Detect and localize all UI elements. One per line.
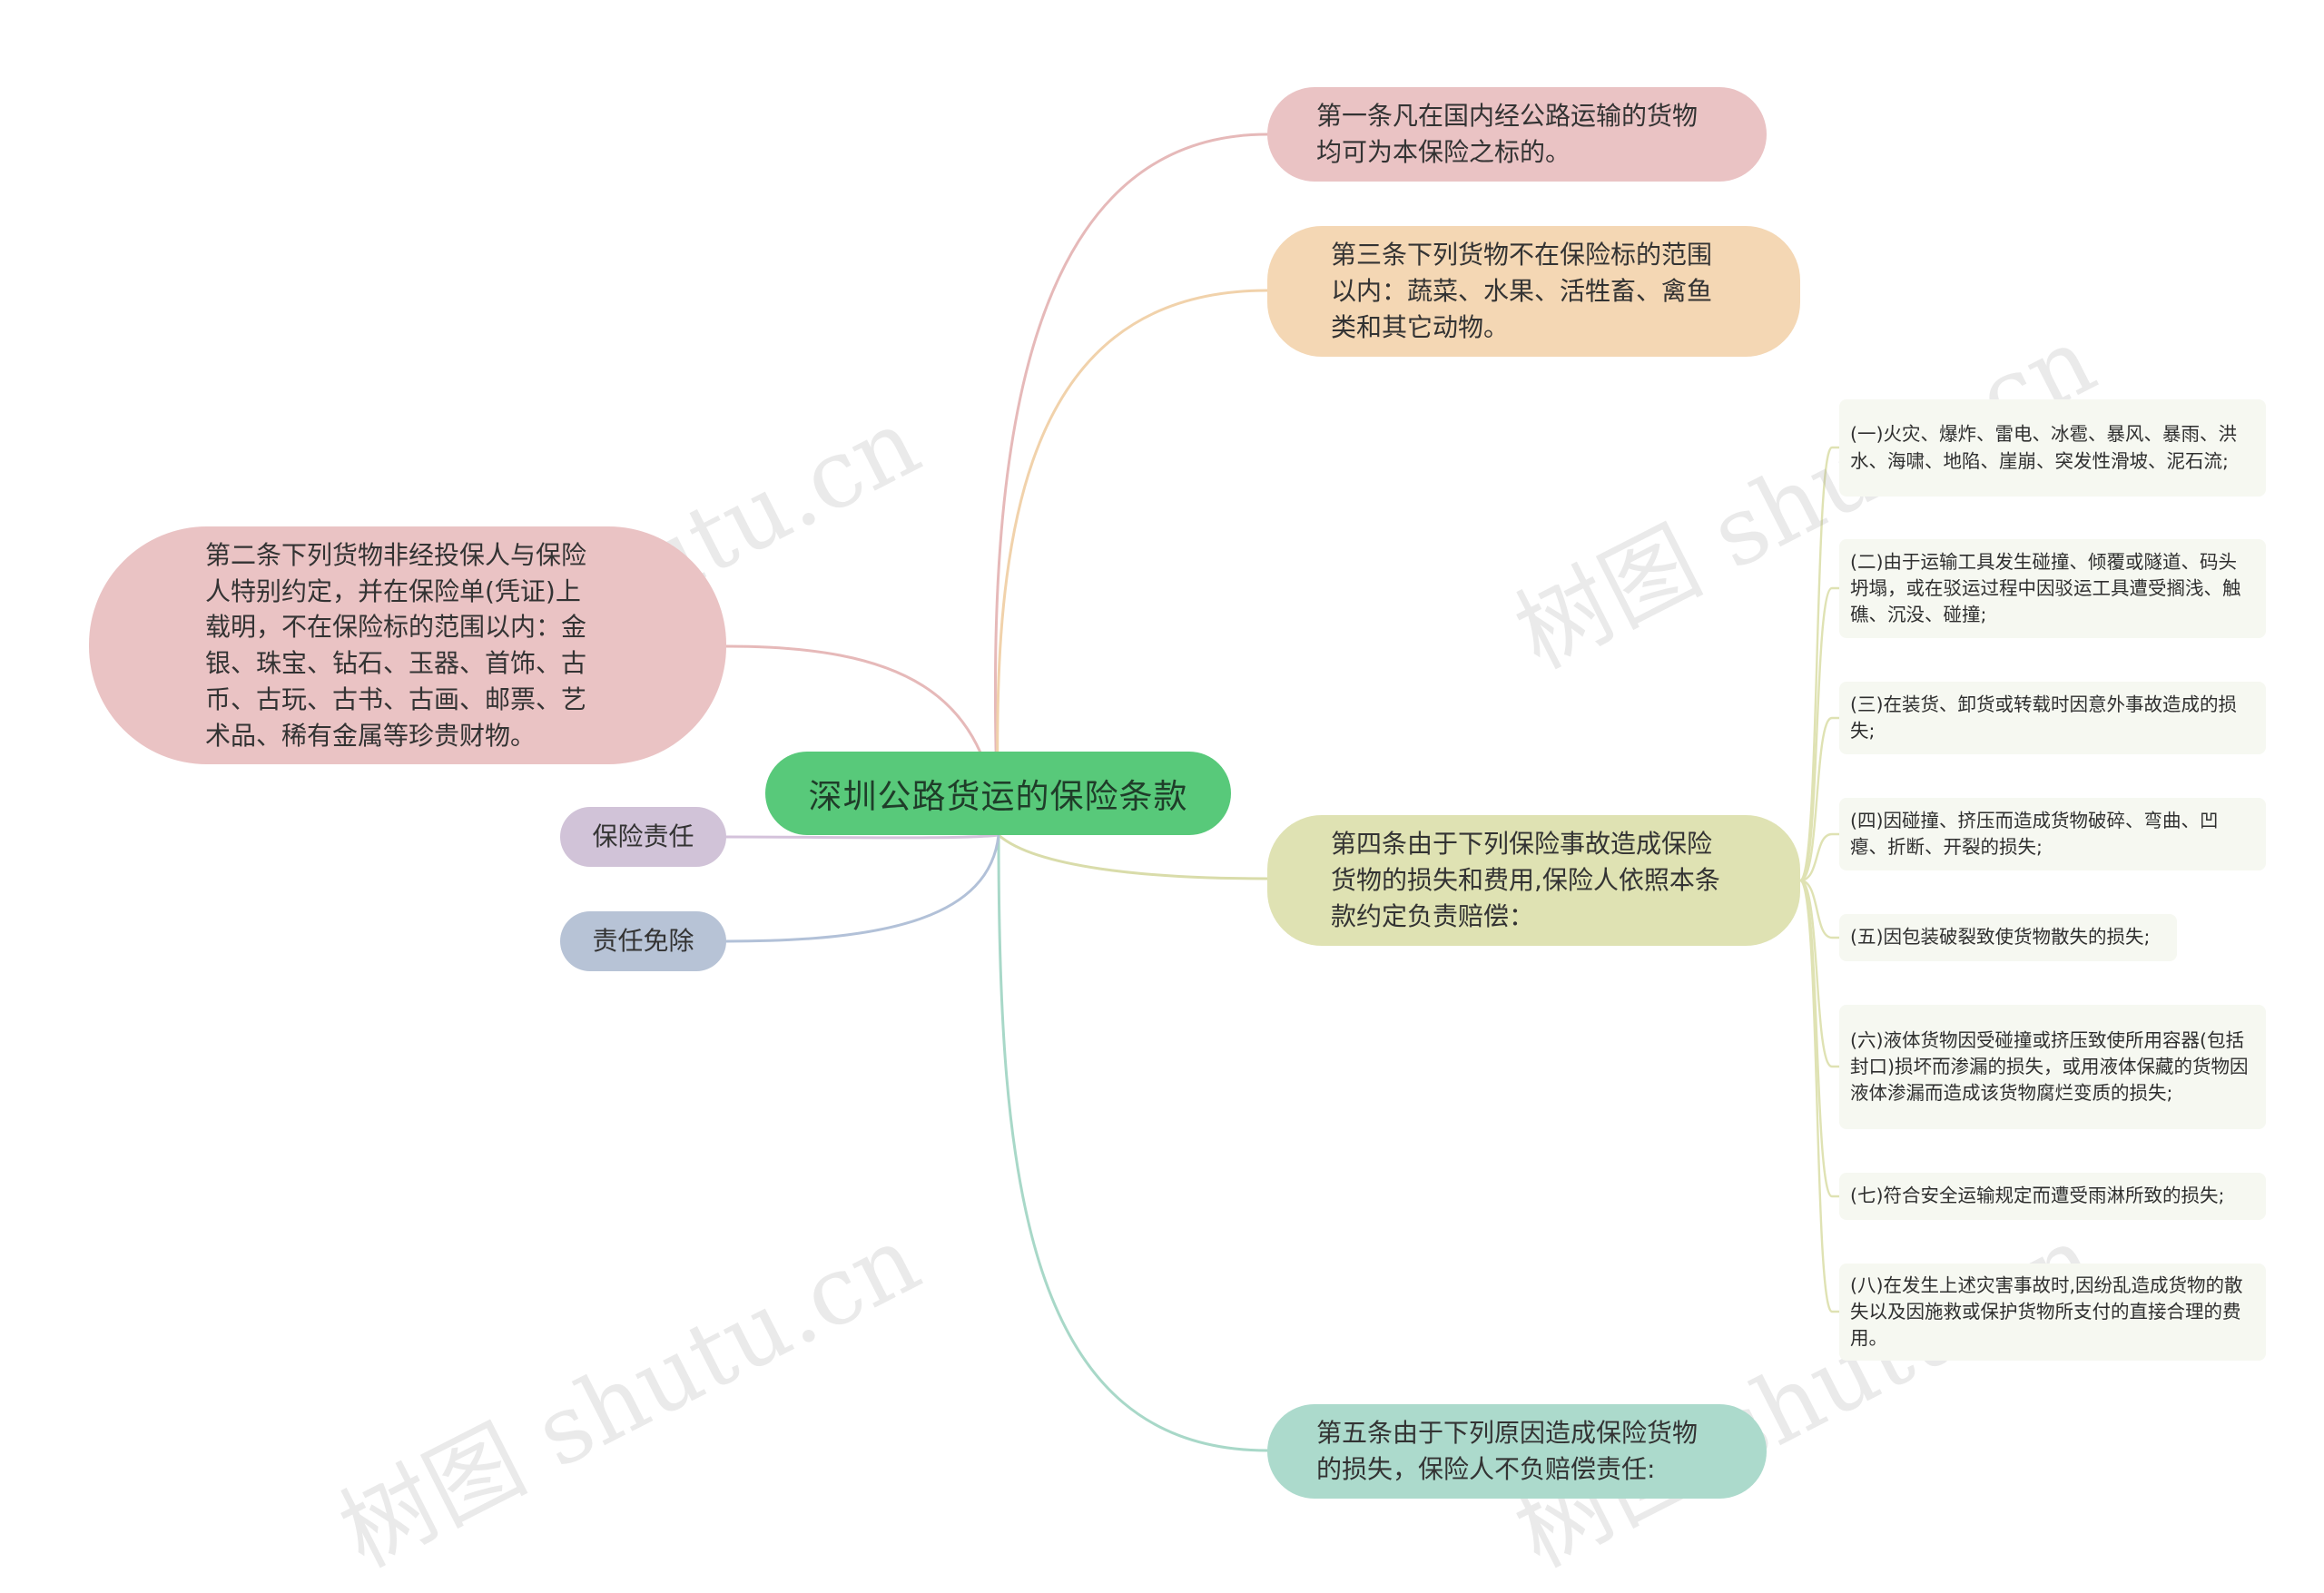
subtopic-item-7-label: (七)符合安全运输规定而遭受雨淋所致的损失; — [1850, 1185, 2225, 1207]
link-subtopic-item-1 — [1798, 446, 1841, 882]
subtopic-item-5-label: (五)因包装破裂致使货物散失的损失; — [1850, 926, 2151, 949]
subtopic-item-4-label: (四)因碰撞、挤压而造成货物破碎、弯曲、凹瘪、折断、开裂的损失; — [1850, 809, 2219, 858]
topic-article-5-label: 第五条由于下列原因造成保险货物的损失，保险人不负赔偿责任: — [1316, 1418, 1699, 1484]
link-article-3 — [996, 289, 1269, 837]
root-topic[interactable]: 深圳公路货运的保险条款 — [765, 752, 1231, 835]
link-subtopic-item-2 — [1798, 586, 1841, 882]
link-subtopic-item-5 — [1798, 879, 1841, 939]
topic-article-3[interactable]: 第三条下列货物不在保险标的范围以内：蔬菜、水果、活牲畜、禽鱼类和其它动物。 — [1267, 226, 1800, 357]
subtopic-item-6[interactable]: (六)液体货物因受碰撞或挤压致使所用容器(包括封口)损坏而渗漏的损失，或用液体保… — [1839, 1005, 2266, 1129]
topic-liability-exemption[interactable]: 责任免除 — [560, 911, 726, 971]
link-article-4 — [997, 833, 1269, 880]
link-article-5 — [997, 833, 1269, 1452]
link-subtopic-item-6 — [1798, 879, 1841, 1068]
topic-article-2-label: 第二条下列货物非经投保人与保险人特别约定，并在保险单(凭证)上载明，不在保险标的… — [205, 539, 587, 751]
subtopic-item-2-label: (二)由于运输工具发生碰撞、倾覆或隧道、码头坍塌，或在驳运过程中因驳运工具遭受搁… — [1850, 550, 2241, 626]
topic-article-5[interactable]: 第五条由于下列原因造成保险货物的损失，保险人不负赔偿责任: — [1267, 1404, 1767, 1499]
link-subtopic-item-4 — [1798, 832, 1841, 882]
topic-article-1-label: 第一条凡在国内经公路运输的货物均可为本保险之标的。 — [1316, 101, 1699, 167]
topic-article-2[interactable]: 第二条下列货物非经投保人与保险人特别约定，并在保险单(凭证)上载明，不在保险标的… — [89, 526, 726, 764]
subtopic-item-4[interactable]: (四)因碰撞、挤压而造成货物破碎、弯曲、凹瘪、折断、开裂的损失; — [1839, 798, 2266, 870]
subtopic-item-2[interactable]: (二)由于运输工具发生碰撞、倾覆或隧道、码头坍塌，或在驳运过程中因驳运工具遭受搁… — [1839, 539, 2266, 638]
subtopic-item-5[interactable]: (五)因包装破裂致使货物散失的损失; — [1839, 914, 2177, 961]
topic-article-4[interactable]: 第四条由于下列保险事故造成保险货物的损失和费用,保险人依照本条款约定负责赔偿： — [1267, 815, 1800, 946]
subtopic-item-7[interactable]: (七)符合安全运输规定而遭受雨淋所致的损失; — [1839, 1173, 2266, 1220]
topic-article-3-label: 第三条下列货物不在保险标的范围以内：蔬菜、水果、活牲畜、禽鱼类和其它动物。 — [1331, 240, 1713, 342]
subtopic-item-8-label: (八)在发生上述灾害事故时,因纷乱造成货物的散失以及因施救或保护货物所支付的直接… — [1850, 1273, 2243, 1350]
topic-insurance-liability-label: 保险责任 — [592, 821, 694, 852]
link-insurance-liability — [724, 833, 1000, 840]
link-subtopic-item-3 — [1798, 716, 1841, 882]
subtopic-item-6-label: (六)液体货物因受碰撞或挤压致使所用容器(包括封口)损坏而渗漏的损失，或用液体保… — [1850, 1028, 2249, 1105]
subtopic-item-1-label: (一)火灾、爆炸、雷电、冰雹、暴风、暴雨、洪水、海啸、地陷、崖崩、突发性滑坡、泥… — [1850, 423, 2237, 472]
topic-liability-exemption-label: 责任免除 — [592, 926, 694, 957]
subtopic-item-8[interactable]: (八)在发生上述灾害事故时,因纷乱造成货物的散失以及因施救或保护货物所支付的直接… — [1839, 1264, 2266, 1361]
subtopic-item-3-label: (三)在装货、卸货或转载时因意外事故造成的损失; — [1850, 693, 2237, 742]
subtopic-item-3[interactable]: (三)在装货、卸货或转载时因意外事故造成的损失; — [1839, 682, 2266, 754]
topic-article-4-label: 第四条由于下列保险事故造成保险货物的损失和费用,保险人依照本条款约定负责赔偿： — [1331, 829, 1720, 931]
root-topic-label: 深圳公路货运的保险条款 — [808, 777, 1188, 816]
link-article-1 — [993, 133, 1269, 837]
link-subtopic-item-7 — [1798, 879, 1841, 1198]
link-liability-exemption — [724, 833, 1000, 943]
link-subtopic-item-8 — [1798, 879, 1841, 1313]
subtopic-item-1[interactable]: (一)火灾、爆炸、雷电、冰雹、暴风、暴雨、洪水、海啸、地陷、崖崩、突发性滑坡、泥… — [1839, 399, 2266, 497]
topic-insurance-liability[interactable]: 保险责任 — [560, 807, 726, 867]
topic-article-1[interactable]: 第一条凡在国内经公路运输的货物均可为本保险之标的。 — [1267, 87, 1767, 182]
